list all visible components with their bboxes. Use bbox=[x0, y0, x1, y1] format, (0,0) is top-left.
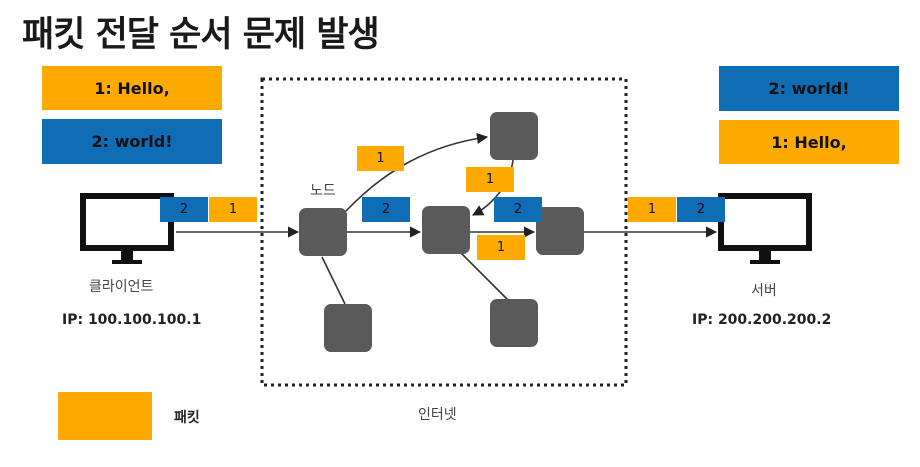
server-label: 서버 bbox=[751, 283, 777, 299]
packet-lower: 1 bbox=[477, 235, 525, 260]
edge-n3-n6 bbox=[459, 251, 509, 301]
server-packet-2: 2 bbox=[677, 197, 725, 222]
packet-left-2: 2 bbox=[362, 197, 410, 222]
node-2 bbox=[324, 304, 372, 352]
client-packet-1: 1 bbox=[209, 197, 257, 222]
client-monitor-icon bbox=[80, 193, 174, 264]
packet-mid: 1 bbox=[466, 167, 514, 192]
server-packet-1: 1 bbox=[628, 197, 676, 222]
arrow-n4-to-n3 bbox=[472, 159, 514, 216]
internet-label: 인터넷 bbox=[418, 407, 457, 423]
legend-label: 패킷 bbox=[174, 410, 200, 426]
node-5 bbox=[536, 207, 584, 255]
server-message-1: 1: Hello, bbox=[719, 120, 899, 164]
node-label: 노드 bbox=[310, 183, 336, 199]
node-1 bbox=[299, 208, 347, 256]
packet-right-2: 2 bbox=[494, 197, 542, 222]
arrow-n1-to-n4 bbox=[345, 132, 489, 212]
node-4 bbox=[490, 112, 538, 160]
legend-packet-swatch bbox=[58, 392, 152, 440]
server-message-2: 2: world! bbox=[719, 66, 899, 111]
client-ip: IP: 100.100.100.1 bbox=[62, 312, 202, 328]
packet-top: 1 bbox=[357, 146, 404, 171]
client-packet-2: 2 bbox=[160, 197, 208, 222]
server-ip: IP: 200.200.200.2 bbox=[692, 312, 832, 328]
internet-boundary bbox=[260, 77, 628, 387]
node-3 bbox=[422, 206, 470, 254]
server-monitor-icon bbox=[718, 193, 812, 264]
client-label: 클라이언트 bbox=[89, 279, 154, 295]
node-6 bbox=[490, 299, 538, 347]
client-message-2: 2: world! bbox=[42, 119, 222, 164]
page-title: 패킷 전달 순서 문제 발생 bbox=[22, 15, 380, 55]
edge-n1-n2 bbox=[321, 256, 346, 305]
client-message-1: 1: Hello, bbox=[42, 66, 222, 110]
